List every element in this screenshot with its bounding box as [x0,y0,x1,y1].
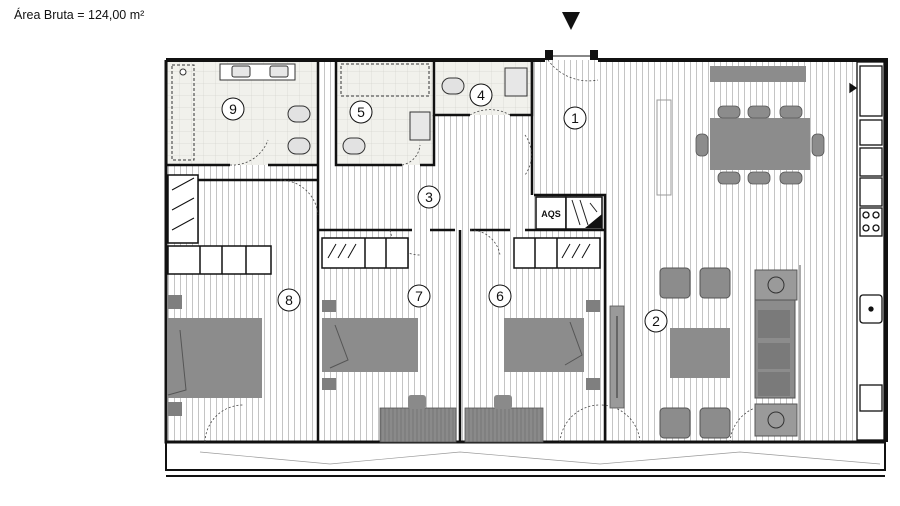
wardrobes [167,174,601,275]
cooktop-icon [859,207,883,237]
room-6-label: 6 [488,284,512,308]
interior-walls [166,60,607,442]
room-7-label: 7 [407,284,431,308]
kitchen-counter [849,61,885,441]
svg-text:4: 4 [477,87,485,103]
exterior-walls [164,58,888,444]
room-9-label: 9 [221,97,245,121]
room-2-label: 2 [644,309,668,333]
dining-table [710,118,810,170]
svg-text:8: 8 [285,292,293,308]
room-3-label: 3 [417,185,441,209]
svg-text:2: 2 [652,313,660,329]
coffee-table [670,328,730,378]
dining-set [656,66,825,196]
bathroom-5-fixtures [340,63,431,155]
svg-text:1: 1 [571,110,579,126]
svg-text:6: 6 [496,288,504,304]
door-swings [204,59,771,443]
svg-text:9: 9 [229,101,237,117]
wc-4-fixtures [441,67,528,97]
bed-room-7 [322,318,418,372]
svg-text:3: 3 [425,189,433,205]
room-5-label: 5 [349,100,373,124]
svg-text:5: 5 [357,104,365,120]
room-labels: 1 2 3 4 5 6 7 8 9 [221,83,668,333]
aqs-cupboard: AQS [535,196,603,230]
bed-room-6 [504,318,584,372]
balcony-strip [165,442,886,477]
living-furniture [609,265,801,440]
room-1-label: 1 [563,106,587,130]
svg-text:7: 7 [415,288,423,304]
entrance-arrow-icon [562,12,580,30]
beds [167,295,600,416]
gross-area-label: Área Bruta = 124,00 m² [14,8,145,22]
desks [379,395,544,443]
entrance [545,12,598,60]
room-4-label: 4 [469,83,493,107]
bathroom-9-fixtures [171,63,311,161]
bed-room-8 [168,318,262,398]
room-8-label: 8 [277,288,301,312]
sink-icon [859,294,883,324]
aqs-label: AQS [541,209,561,219]
